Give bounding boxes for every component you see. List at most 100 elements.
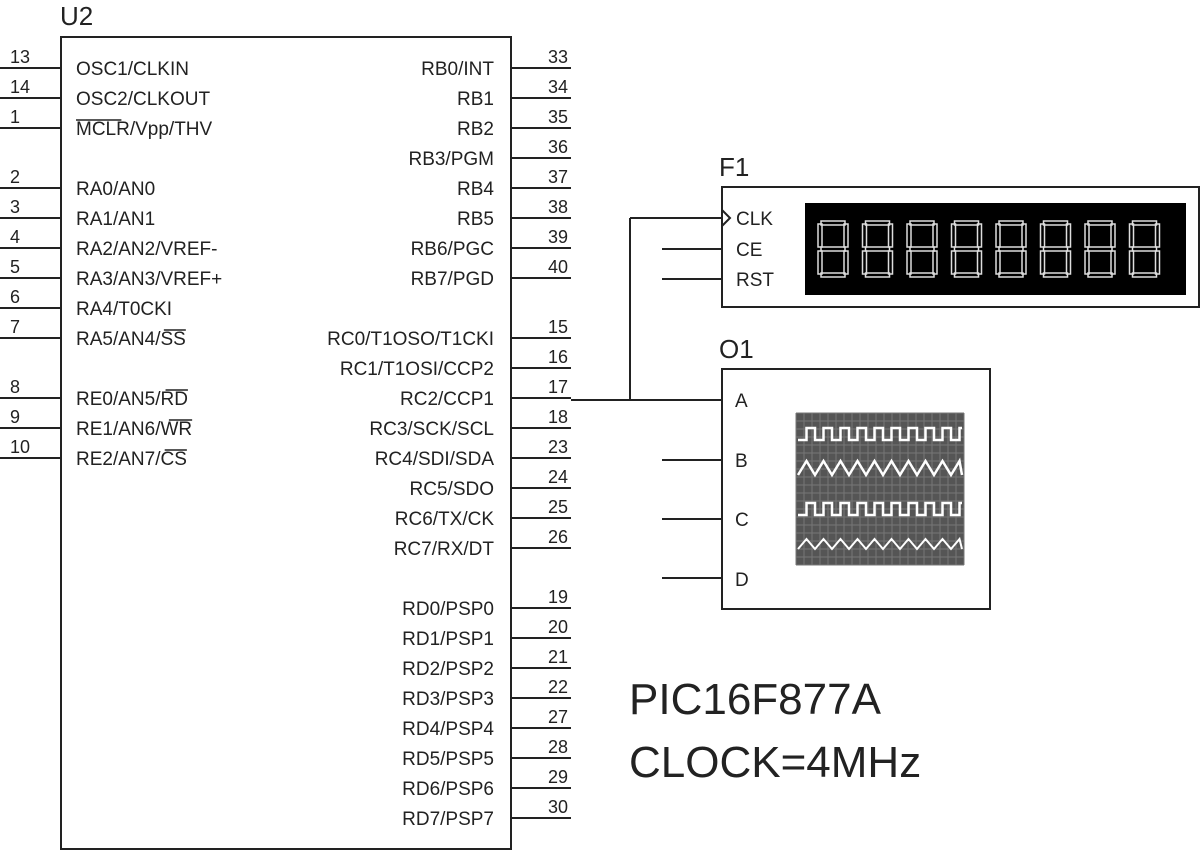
counter-pin-clk: CLK: [736, 209, 773, 230]
counter-digit: [861, 220, 894, 278]
chip-pin-number: 37: [548, 167, 568, 187]
chip-pin-number: 9: [10, 407, 20, 427]
chip-pin-number: 27: [548, 707, 568, 727]
chip-pin-number: 3: [10, 197, 20, 217]
scope-trace-a: [798, 426, 962, 442]
counter-pin-rst: RST: [736, 270, 774, 291]
counter-digit: [995, 220, 1027, 278]
oscilloscope-o1: O1 A B C D: [662, 334, 991, 610]
counter-digit: [1039, 220, 1072, 278]
note-device-name: PIC16F877A: [629, 675, 882, 724]
chip-pin-number: 8: [10, 377, 20, 397]
chip-pin-name: RB3/PGM: [408, 149, 494, 170]
chip-pin-name: RB7/PGD: [411, 269, 494, 290]
chip-pin-name: RE1/AN6/WR: [76, 419, 192, 440]
scope-trace-c: [798, 501, 962, 517]
chip-ref-label: U2: [60, 1, 93, 31]
chip-pin-name: RA5/AN4/SS: [76, 329, 186, 350]
chip-pin-number: 14: [10, 77, 30, 97]
chip-pin-name: RC1/T1OSI/CCP2: [340, 359, 494, 380]
chip-pin-number: 4: [10, 227, 20, 247]
chip-pin-number: 5: [10, 257, 20, 277]
chip-pin-name: OSC1/CLKIN: [76, 59, 189, 80]
chip-pin-number: 40: [548, 257, 568, 277]
counter-digit: [1084, 220, 1116, 278]
chip-pin-number: 36: [548, 137, 568, 157]
chip-pin-number: 21: [548, 647, 568, 667]
chip-pin-name: RA0/AN0: [76, 179, 155, 200]
scope-channel-b: B: [735, 451, 748, 472]
chip-pin-name: RC3/SCK/SCL: [369, 419, 494, 440]
note-clock-frequency: CLOCK=4MHz: [629, 738, 921, 787]
scope-channel-c: C: [735, 510, 749, 531]
chip-pin-name: RA1/AN1: [76, 209, 155, 230]
chip-pin-number: 15: [548, 317, 568, 337]
chip-pin-number: 7: [10, 317, 20, 337]
counter-digit: [950, 220, 983, 278]
chip-pin-name: RD7/PSP7: [402, 809, 494, 830]
chip-pin-name: RD0/PSP0: [402, 599, 494, 620]
counter-pin-ce: CE: [736, 240, 762, 261]
scope-channel-a: A: [735, 391, 748, 412]
counter-digit: [906, 220, 938, 278]
chip-pin-number: 17: [548, 377, 568, 397]
chip-pin-name: RC0/T1OSO/T1CKI: [327, 329, 494, 350]
chip-pin-name: RA2/AN2/VREF-: [76, 239, 217, 260]
chip-pin-number: 22: [548, 677, 568, 697]
chip-pin-number: 1: [10, 107, 20, 127]
chip-pin-name: RB2: [457, 119, 494, 140]
chip-pin-number: 18: [548, 407, 568, 427]
counter-digit: [817, 220, 849, 278]
chip-pin-name: RE2/AN7/CS: [76, 449, 187, 470]
chip-pin-number: 2: [10, 167, 20, 187]
chip-pin-number: 24: [548, 467, 568, 487]
chip-pin-name: RC7/RX/DT: [394, 539, 495, 560]
chip-pin-name: RC6/TX/CK: [395, 509, 495, 530]
chip-pin-name: RB6/PGC: [411, 239, 494, 260]
chip-pin-number: 34: [548, 77, 568, 97]
chip-pin-number: 16: [548, 347, 568, 367]
chip-pin-number: 39: [548, 227, 568, 247]
chip-pin-name: RD5/PSP5: [402, 749, 494, 770]
chip-pin-number: 33: [548, 47, 568, 67]
chip-pin-name: RB0/INT: [421, 59, 494, 80]
chip-pin-name: MCLR/Vpp/THV: [76, 119, 213, 140]
wire-net-ccp1: [571, 217, 722, 401]
chip-pin-name: RC2/CCP1: [400, 389, 494, 410]
chip-pin-number: 35: [548, 107, 568, 127]
chip-pin-number: 29: [548, 767, 568, 787]
chip-pin-number: 26: [548, 527, 568, 547]
scope-trace-d: [797, 536, 963, 551]
chip-pin-name: RA3/AN3/VREF+: [76, 269, 222, 290]
scope-trace-b: [796, 457, 964, 478]
counter-ref-label: F1: [719, 152, 749, 182]
chip-pin-name: RB4: [457, 179, 494, 200]
counter-digits: [817, 220, 1161, 278]
chip-pin-number: 10: [10, 437, 30, 457]
chip-pin-number: 30: [548, 797, 568, 817]
chip-body: [60, 36, 512, 850]
counter-digit: [1128, 220, 1161, 278]
chip-pin-name: RD6/PSP6: [402, 779, 494, 800]
chip-pin-name: RA4/T0CKI: [76, 299, 172, 320]
chip-pin-number: 38: [548, 197, 568, 217]
scope-channel-d: D: [735, 570, 749, 591]
clock-triangle-icon: [721, 209, 732, 227]
chip-pin-number: 23: [548, 437, 568, 457]
chip-pin-name: RD2/PSP2: [402, 659, 494, 680]
counter-display: [805, 203, 1186, 295]
chip-pin-name: RB1: [457, 89, 494, 110]
chip-pin-number: 13: [10, 47, 30, 67]
chip-pin-name: RD3/PSP3: [402, 689, 494, 710]
scope-traces: [796, 426, 964, 551]
chip-pin-name: RC5/SDO: [410, 479, 494, 500]
chip-pin-name: RC4/SDI/SDA: [375, 449, 495, 470]
chip-pin-number: 28: [548, 737, 568, 757]
chip-pin-name: OSC2/CLKOUT: [76, 89, 210, 110]
chip-pin-name: RB5: [457, 209, 494, 230]
chip-pin-number: 19: [548, 587, 568, 607]
